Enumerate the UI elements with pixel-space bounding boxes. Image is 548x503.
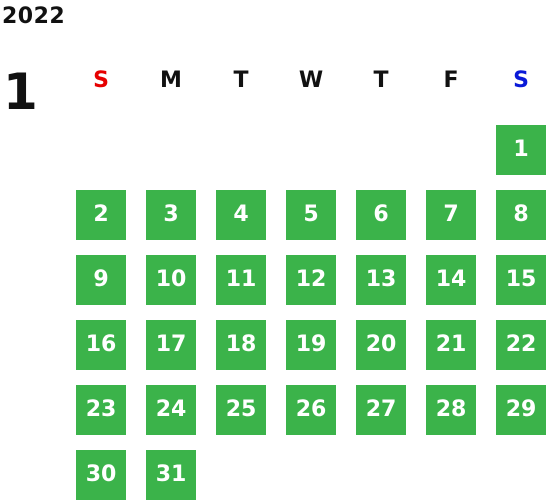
day-cell-16[interactable]: 16 — [76, 320, 126, 370]
weekday-friday: F — [443, 68, 459, 93]
day-cell-19[interactable]: 19 — [286, 320, 336, 370]
day-cell-1[interactable]: 1 — [496, 125, 546, 175]
weekday-saturday: S — [513, 68, 529, 93]
day-cell-29[interactable]: 29 — [496, 385, 546, 435]
day-cell-6[interactable]: 6 — [356, 190, 406, 240]
day-cell-20[interactable]: 20 — [356, 320, 406, 370]
day-cell-14[interactable]: 14 — [426, 255, 476, 305]
weekday-sunday: S — [93, 68, 109, 93]
day-cell-28[interactable]: 28 — [426, 385, 476, 435]
day-cell-5[interactable]: 5 — [286, 190, 336, 240]
day-cell-9[interactable]: 9 — [76, 255, 126, 305]
day-cell-13[interactable]: 13 — [356, 255, 406, 305]
day-cell-22[interactable]: 22 — [496, 320, 546, 370]
day-cell-31[interactable]: 31 — [146, 450, 196, 500]
day-cell-12[interactable]: 12 — [286, 255, 336, 305]
day-cell-15[interactable]: 15 — [496, 255, 546, 305]
day-cell-3[interactable]: 3 — [146, 190, 196, 240]
weekday-monday: M — [160, 68, 182, 93]
day-cell-7[interactable]: 7 — [426, 190, 476, 240]
day-cell-24[interactable]: 24 — [146, 385, 196, 435]
weekday-tuesday: T — [233, 68, 249, 93]
month-label: 1 — [3, 63, 38, 121]
day-cell-11[interactable]: 11 — [216, 255, 266, 305]
day-cell-8[interactable]: 8 — [496, 190, 546, 240]
day-cell-30[interactable]: 30 — [76, 450, 126, 500]
day-cell-23[interactable]: 23 — [76, 385, 126, 435]
day-cell-26[interactable]: 26 — [286, 385, 336, 435]
weekday-wednesday: W — [298, 68, 324, 93]
day-cell-18[interactable]: 18 — [216, 320, 266, 370]
day-cell-4[interactable]: 4 — [216, 190, 266, 240]
day-cell-10[interactable]: 10 — [146, 255, 196, 305]
weekday-thursday: T — [373, 68, 389, 93]
day-cell-17[interactable]: 17 — [146, 320, 196, 370]
day-cell-21[interactable]: 21 — [426, 320, 476, 370]
day-cell-2[interactable]: 2 — [76, 190, 126, 240]
day-cell-27[interactable]: 27 — [356, 385, 406, 435]
year-label: 2022 — [2, 4, 66, 29]
day-cell-25[interactable]: 25 — [216, 385, 266, 435]
